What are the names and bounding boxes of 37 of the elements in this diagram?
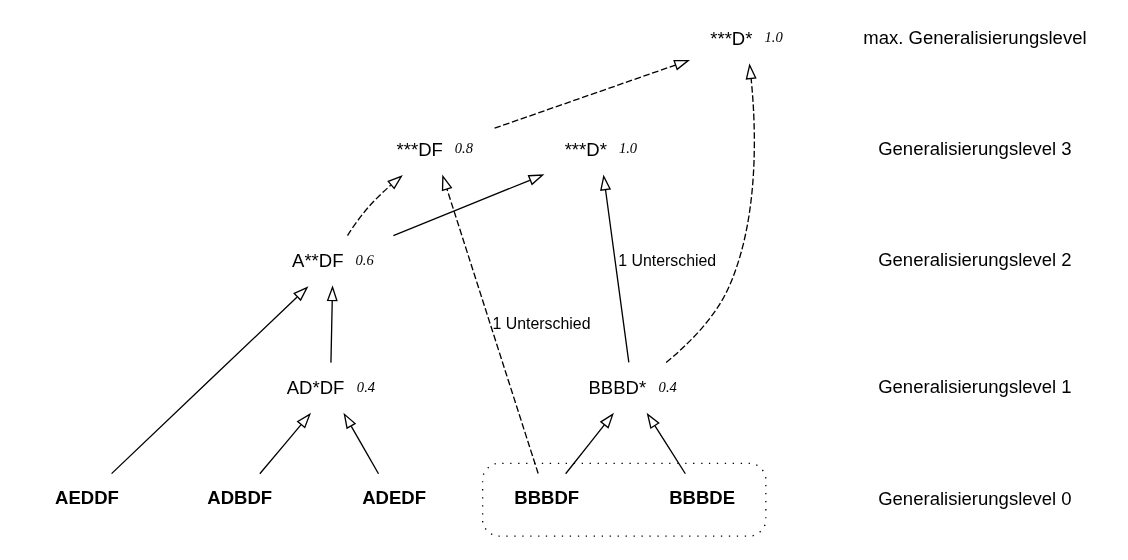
arrow	[343, 412, 380, 475]
arrow	[110, 286, 309, 475]
arrow	[259, 412, 312, 475]
node-label: 1.0	[764, 29, 783, 46]
node-text: AEDDF	[55, 486, 119, 508]
arrow	[392, 174, 545, 237]
edge-label: 1 Unterschied	[492, 315, 591, 333]
label: Generalisierungslevel 2	[878, 249, 1072, 271]
node-text: ***D*	[710, 27, 753, 49]
arrow	[493, 59, 691, 129]
edge-label: 1 Unterschied	[618, 251, 717, 269]
arrow	[441, 174, 539, 475]
node-text: A**DF	[292, 250, 344, 272]
node-text: ADBDF	[207, 486, 273, 508]
node-text: ***D*	[564, 138, 607, 160]
node-label: 0.4	[356, 378, 376, 395]
node-text: AD*DF	[286, 377, 345, 399]
node-text: ADEDF	[362, 486, 426, 508]
node-label: 1.0	[618, 140, 638, 157]
arrow	[646, 412, 686, 475]
node-label: 0.4	[658, 378, 677, 395]
node-text: BBBD*	[588, 377, 647, 399]
arrow	[665, 63, 757, 364]
node-text: ***DF	[396, 138, 443, 160]
label: Generalisierungslevel 3	[878, 138, 1072, 160]
node-label: 0.6	[355, 251, 374, 268]
cluster	[481, 462, 767, 537]
arrow	[346, 175, 403, 237]
node-text: BBBDF	[514, 486, 580, 508]
label: Generalisierungslevel 1	[878, 376, 1072, 398]
node-text: BBBDE	[669, 486, 736, 508]
label: Generalisierungslevel 0	[878, 487, 1072, 509]
arrow	[600, 174, 630, 364]
node-label: 0.8	[454, 140, 473, 157]
arrow	[565, 412, 614, 475]
arrow	[326, 285, 338, 364]
label: max. Generalisierungslevel	[863, 27, 1087, 49]
